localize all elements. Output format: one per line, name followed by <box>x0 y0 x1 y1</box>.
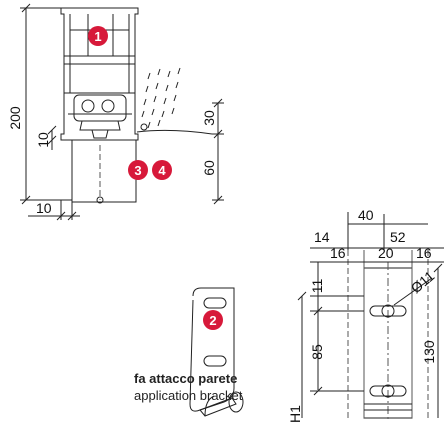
profile-dimension-lines <box>20 3 224 221</box>
rain-drops <box>141 67 181 129</box>
caption-line2: application bracket <box>134 388 243 403</box>
bracket-perspective <box>189 287 244 417</box>
svg-text:3: 3 <box>134 163 141 178</box>
svg-text:2: 2 <box>209 313 216 328</box>
dim-85: 85 <box>309 344 325 360</box>
dim-200: 200 <box>7 106 23 130</box>
badge-4: 4 <box>152 160 172 180</box>
badge-3: 3 <box>128 160 148 180</box>
dim-52: 52 <box>390 229 406 245</box>
caption-line1: fa attacco parete <box>134 371 237 386</box>
dim-40: 40 <box>358 207 374 223</box>
bracket-orthographic <box>297 212 444 420</box>
dim-14: 14 <box>314 229 330 245</box>
dim-10-bottom: 10 <box>36 200 52 216</box>
svg-text:4: 4 <box>158 163 166 178</box>
dim-h1: H1 <box>287 405 303 423</box>
badge-2: 2 <box>203 310 223 330</box>
dim-20: 20 <box>378 245 394 261</box>
dim-16-right: 16 <box>416 245 432 261</box>
dim-30: 30 <box>201 110 217 126</box>
dim-11: 11 <box>309 279 325 294</box>
dim-130: 130 <box>421 340 437 364</box>
badge-1: 1 <box>88 26 108 46</box>
dim-10-vertical: 10 <box>35 132 51 148</box>
dim-16-left: 16 <box>330 245 346 261</box>
svg-text:1: 1 <box>94 29 101 44</box>
dim-60: 60 <box>201 160 217 176</box>
